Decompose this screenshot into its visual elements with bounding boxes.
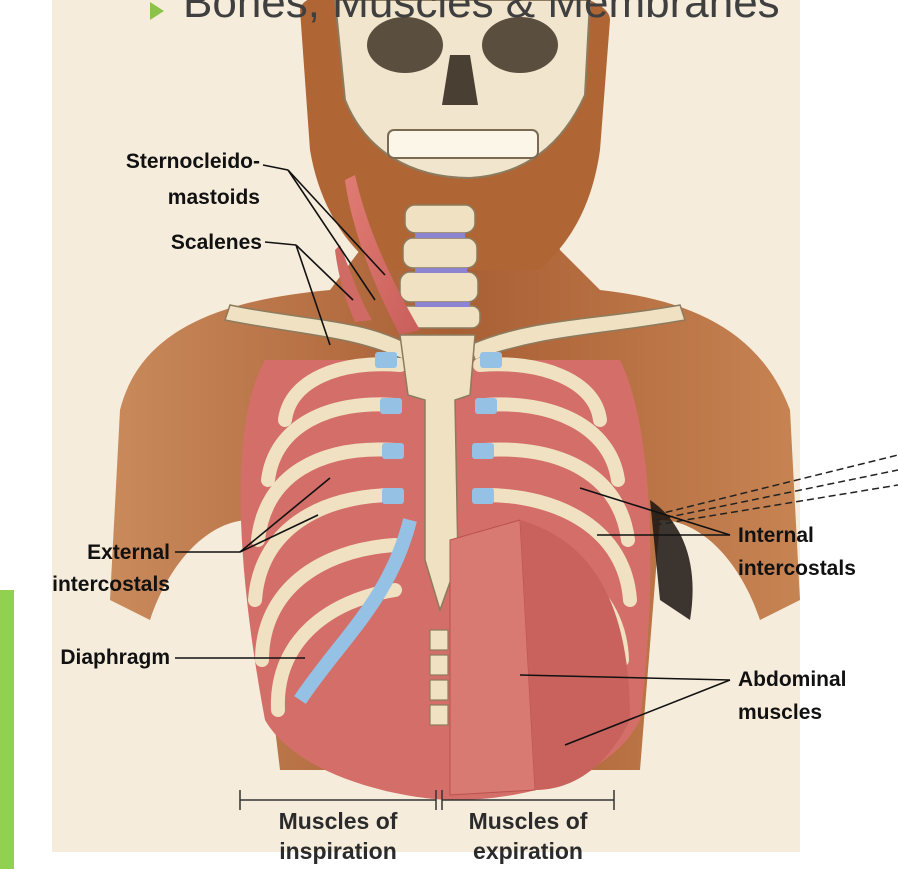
label-expiration-line1: Muscles of [442,808,614,834]
label-abdominal-muscles-line1: Abdominal [738,668,847,692]
slide-title: Bones, Muscles & Membranes [183,0,780,28]
label-internal-intercostals-line2: intercostals [738,557,856,581]
label-internal-intercostals-line1: Internal [738,524,814,548]
label-scalenes: Scalenes [100,231,262,255]
cervical-spine [398,205,480,328]
rectus-abdominis [450,520,535,795]
label-abdominal-muscles-line2: muscles [738,701,822,725]
label-inspiration-line1: Muscles of [240,808,436,834]
label-diaphragm: Diaphragm [0,646,170,670]
teeth [388,130,538,158]
label-sternocleidomastoids-line2: mastoids [82,186,260,210]
label-external-intercostals-line1: External [0,541,170,565]
label-expiration-line2: expiration [442,838,614,864]
label-inspiration-line2: inspiration [240,838,436,864]
label-external-intercostals-line2: intercostals [0,573,170,597]
label-sternocleidomastoids-line1: Sternocleido- [82,150,260,174]
title-bullet-icon [150,2,164,20]
